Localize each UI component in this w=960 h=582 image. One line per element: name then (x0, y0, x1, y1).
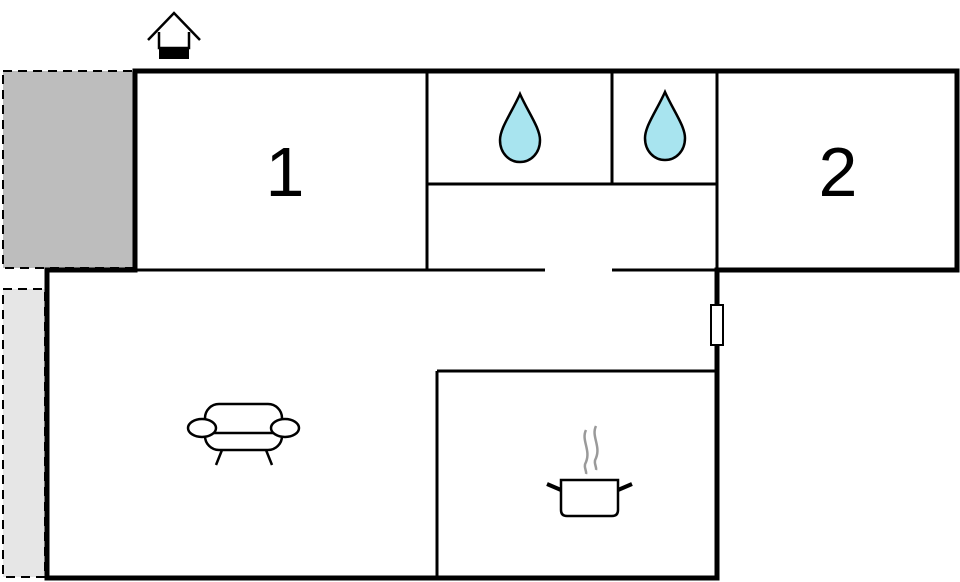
house-entrance-icon (147, 11, 201, 59)
room-number-1: 1 (266, 133, 305, 211)
interior-walls (135, 71, 719, 578)
sofa-icon (186, 402, 301, 466)
room-number-2: 2 (819, 133, 858, 211)
exterior-walls (44, 68, 960, 581)
water-drop-icon (498, 90, 542, 164)
cooking-pot-icon (546, 425, 633, 518)
water-drop-icon (643, 88, 687, 162)
window (710, 304, 724, 346)
terrace-lower (2, 288, 46, 578)
terrace-upper (2, 70, 136, 269)
